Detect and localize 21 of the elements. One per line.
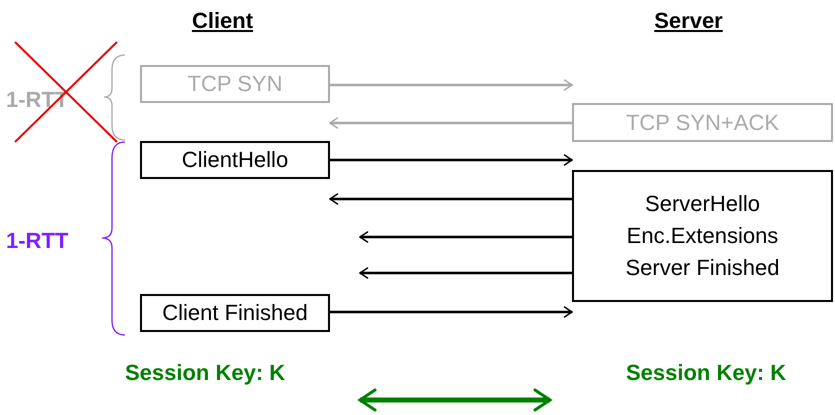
arrow — [330, 306, 573, 318]
arrow — [329, 117, 572, 129]
arrow — [358, 388, 552, 412]
message-box: Client Finished — [140, 294, 330, 332]
message-text: Server Finished — [625, 255, 780, 281]
message-text: Enc.Extensions — [626, 223, 778, 249]
message-box: TCP SYN — [140, 65, 330, 103]
arrow — [359, 231, 572, 243]
message-box — [572, 170, 833, 302]
arrow — [329, 193, 572, 205]
column-heading: Client — [190, 7, 254, 35]
arrow — [330, 79, 573, 91]
message-box: ClientHello — [140, 141, 330, 179]
session-key-text: Session Key: K — [105, 358, 360, 412]
message-box: TCP SYN+ACK — [572, 103, 833, 142]
column-heading: Server — [653, 7, 724, 35]
arrow — [330, 154, 573, 166]
session-key-text: Session Key: K — [550, 358, 833, 412]
arrow — [359, 267, 572, 279]
message-text: ServerHello — [645, 191, 760, 217]
rtt-label: 1-RTT — [6, 227, 70, 255]
